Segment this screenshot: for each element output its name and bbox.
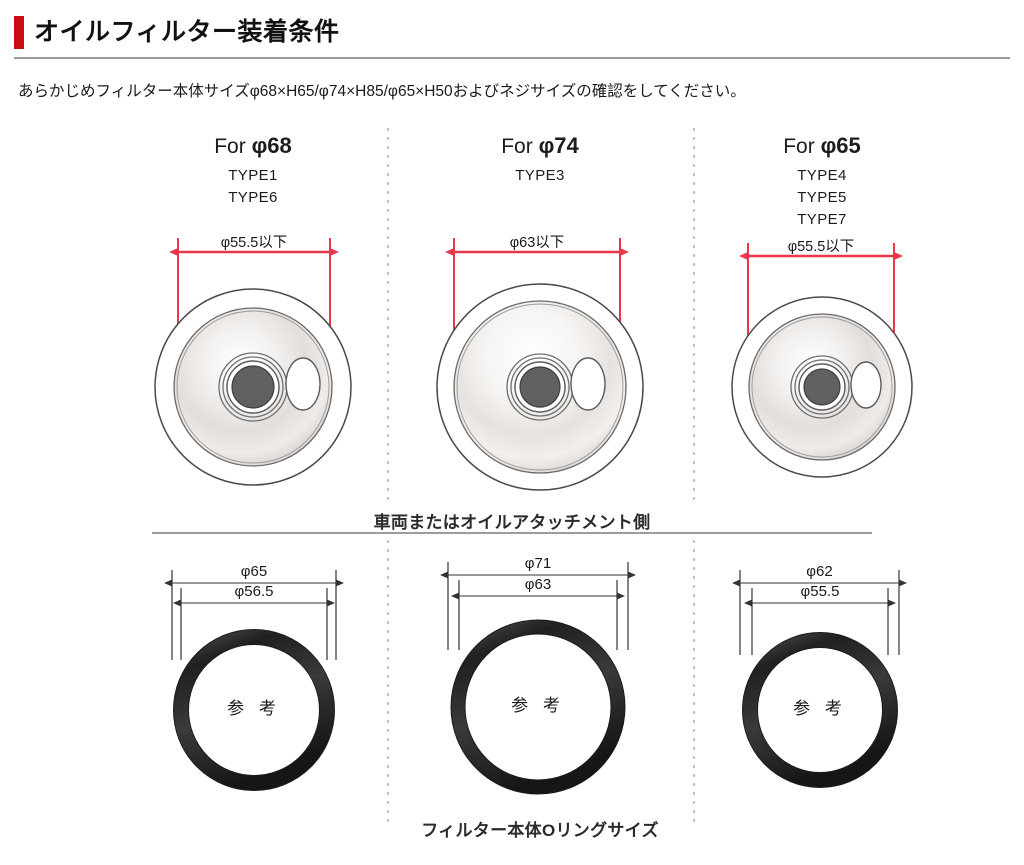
page-subtitle: あらかじめフィルター本体サイズφ68×H65/φ74×H85/φ65×H50およ… (18, 83, 746, 100)
oring-illustration-col2 (440, 562, 636, 795)
column-heading-prefix-3: For (783, 135, 821, 158)
column-heading-value-2: φ74 (538, 133, 579, 158)
type-label-3-0: TYPE4 (797, 167, 847, 184)
type-label-2-0: TYPE3 (515, 167, 565, 184)
filter-dimension-label-1: φ55.5以下 (220, 235, 288, 251)
oring-illustration-col3 (732, 570, 907, 788)
oring-inner-label-1: φ56.5 (234, 583, 274, 600)
column-heading-value-3: φ65 (820, 133, 861, 158)
filter-illustration-col2 (436, 238, 644, 491)
type-label-3-2: TYPE7 (797, 211, 847, 228)
header-accent-bar (14, 16, 24, 49)
bottom-section-caption: フィルター本体Oリングサイズ (421, 821, 659, 840)
filter-illustration-col1 (154, 238, 352, 486)
oring-reference-label-1: 参 考 (227, 699, 281, 718)
type-label-1-1: TYPE6 (228, 189, 278, 206)
oring-illustration-col1 (164, 570, 344, 791)
column-heading-2: For φ74 (440, 133, 640, 159)
header-divider-rule (14, 57, 1010, 59)
page-title: オイルフィルター装着条件 (34, 18, 340, 46)
top-section-caption: 車両またはオイルアタッチメント側 (373, 513, 651, 532)
type-label-1-0: TYPE1 (228, 167, 278, 184)
oring-reference-label-3: 参 考 (793, 699, 847, 718)
filter-illustration-col3 (731, 243, 913, 478)
column-heading-3: For φ65 (722, 133, 922, 159)
column-heading-1: For φ68 (153, 133, 353, 159)
column-heading-prefix-2: For (501, 135, 539, 158)
filter-dimension-label-3: φ55.5以下 (787, 239, 855, 255)
filter-dimension-label-2: φ63以下 (509, 235, 565, 251)
column-heading-prefix-1: For (214, 135, 252, 158)
oring-outer-label-3: φ62 (806, 563, 833, 580)
oring-inner-label-2: φ63 (524, 576, 552, 593)
oring-outer-label-2: φ71 (524, 555, 552, 572)
page-header: オイルフィルター装着条件 (0, 0, 1024, 62)
type-label-3-1: TYPE5 (797, 189, 847, 206)
column-heading-value-1: φ68 (251, 133, 292, 158)
oring-inner-label-3: φ55.5 (800, 583, 840, 600)
oring-reference-label-2: 参 考 (511, 696, 565, 715)
oring-outer-label-1: φ65 (240, 563, 268, 580)
